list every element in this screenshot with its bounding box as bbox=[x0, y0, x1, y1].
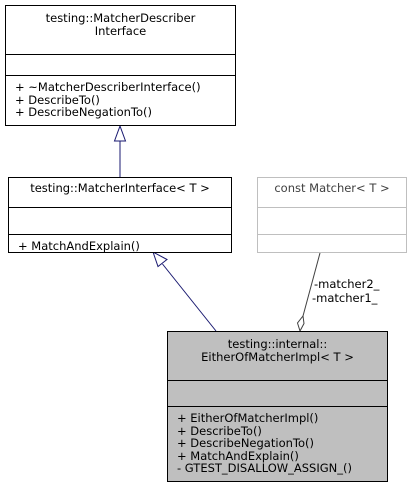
inheritance-edge-impl-to-interface bbox=[162, 263, 217, 332]
aggregation-diamond bbox=[296, 314, 305, 333]
inheritance-arrowhead-describer bbox=[113, 124, 127, 142]
class-matcher-interface[interactable]: testing::MatcherInterface< T > + MatchAn… bbox=[8, 177, 232, 253]
methods-section: + MatchAndExplain() bbox=[9, 234, 231, 255]
class-either-of-matcher-impl[interactable]: testing::internal:: EitherOfMatcherImpl<… bbox=[167, 331, 388, 482]
attributes-section bbox=[6, 54, 235, 75]
class-title: const Matcher< T > bbox=[274, 181, 390, 195]
methods-section: + ~MatcherDescriberInterface() + Describ… bbox=[6, 75, 235, 121]
association-edge-matcher bbox=[302, 252, 321, 317]
class-const-matcher[interactable]: const Matcher< T > bbox=[257, 177, 407, 253]
methods-section bbox=[258, 234, 406, 258]
methods-section: + EitherOfMatcherImpl() + DescribeTo() +… bbox=[168, 406, 387, 477]
inheritance-arrowhead-interface bbox=[152, 250, 168, 268]
association-label-matcher2: -matcher2_ bbox=[314, 277, 380, 291]
class-title: testing::MatcherDescriber Interface bbox=[45, 11, 196, 38]
class-matcher-describer-interface[interactable]: testing::MatcherDescriber Interface + ~M… bbox=[5, 5, 236, 126]
attributes-section bbox=[168, 380, 387, 406]
association-label-matcher1: -matcher1_ bbox=[312, 291, 378, 305]
class-title: testing::MatcherInterface< T > bbox=[30, 181, 210, 195]
attributes-section bbox=[258, 207, 406, 234]
attributes-section bbox=[9, 207, 231, 234]
class-title: testing::internal:: EitherOfMatcherImpl<… bbox=[201, 337, 354, 364]
